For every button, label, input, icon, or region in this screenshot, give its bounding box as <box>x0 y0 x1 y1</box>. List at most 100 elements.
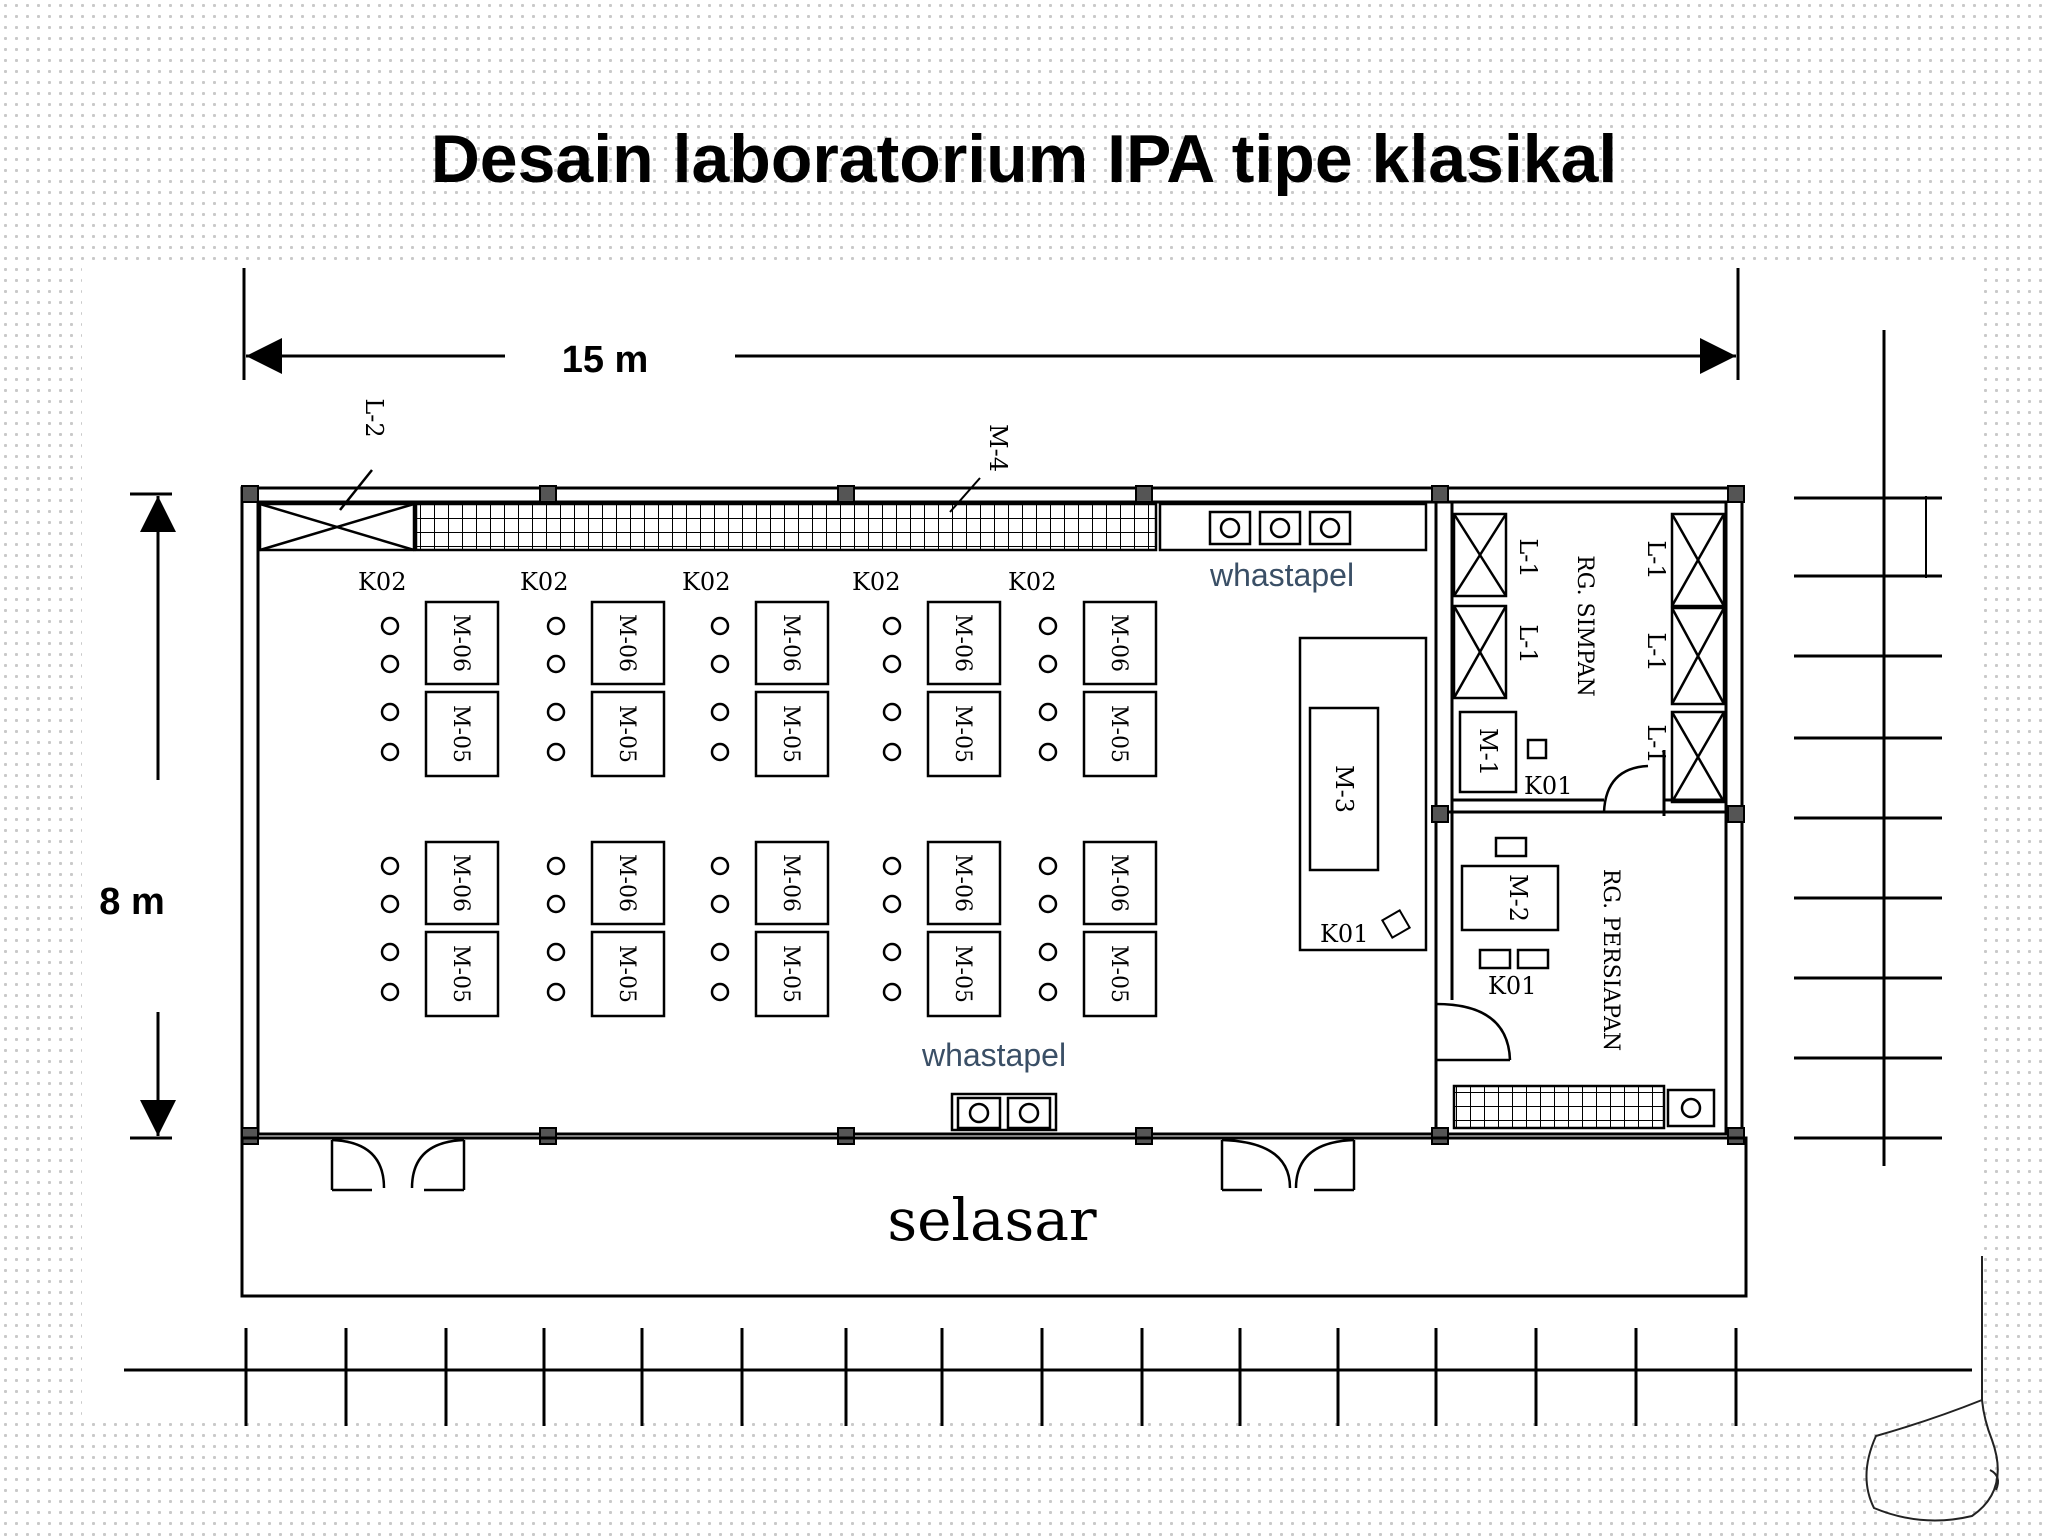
window-l2 <box>258 469 416 552</box>
student-table-label: M-05 <box>778 705 803 763</box>
sink-top <box>1158 502 1428 552</box>
student-table-group: M-06M-05 <box>882 600 1002 778</box>
window-l2-label: L-2 <box>360 398 388 437</box>
stool-label-5: K02 <box>1008 568 1056 596</box>
student-table-group: M-06M-05 <box>882 840 1002 1018</box>
sink-bottom <box>950 1092 1058 1132</box>
student-table <box>754 930 830 1018</box>
prep-chair-label: K01 <box>1488 972 1536 1000</box>
student-table-group: M-06M-05 <box>1038 840 1158 1018</box>
cabinet-label-2: L-1 <box>1514 624 1542 663</box>
student-table-group: M-06M-05 <box>380 600 500 778</box>
stool <box>380 702 400 722</box>
vase-decoration <box>1865 1256 1999 1522</box>
stool <box>710 894 730 914</box>
cabinet-label-1: L-1 <box>1514 538 1542 577</box>
teacher-chair-label: K01 <box>1320 920 1368 948</box>
student-table-label: M-06 <box>950 854 975 912</box>
student-table <box>424 690 500 778</box>
stool-label-4: K02 <box>852 568 900 596</box>
counter-m4 <box>414 502 1158 552</box>
student-table-label: M-06 <box>448 854 473 912</box>
stool <box>882 654 902 674</box>
sink-bottom-label: whastapel <box>921 1037 1066 1073</box>
stool <box>546 894 566 914</box>
student-table-group: M-06M-05 <box>1038 600 1158 778</box>
student-table <box>424 840 500 926</box>
stool <box>882 982 902 1002</box>
student-table <box>1082 930 1158 1018</box>
student-table <box>754 690 830 778</box>
store-chair-label: K01 <box>1524 772 1572 800</box>
stool <box>546 942 566 962</box>
student-table-group: M-06M-05 <box>710 840 830 1018</box>
student-table-label: M-05 <box>778 945 803 1003</box>
student-table-label: M-05 <box>1106 945 1131 1003</box>
stool <box>882 702 902 722</box>
stool <box>882 942 902 962</box>
demo-table <box>1298 636 1428 952</box>
stool <box>380 856 400 876</box>
stool <box>380 942 400 962</box>
stool <box>1038 616 1058 636</box>
cabinet-label-3: L-1 <box>1642 540 1670 579</box>
stool <box>710 616 730 636</box>
stool <box>1038 702 1058 722</box>
student-table-group: M-06M-05 <box>710 600 830 778</box>
stool <box>546 702 566 722</box>
site-grid-lines <box>124 330 1972 1426</box>
student-table <box>1082 840 1158 926</box>
student-table-label: M-06 <box>614 854 639 912</box>
stool <box>1038 654 1058 674</box>
storage-cabinets <box>1452 512 1726 813</box>
stool-label-3: K02 <box>682 568 730 596</box>
prep-table-label: M-2 <box>1504 874 1532 922</box>
student-table <box>424 600 500 686</box>
stool <box>1038 856 1058 876</box>
slide-title: Desain laboratorium IPA tipe klasikal <box>430 121 1618 197</box>
student-table <box>926 930 1002 1018</box>
stool <box>882 742 902 762</box>
student-tables: M-06M-05M-06M-05M-06M-05M-06M-05M-06M-05… <box>380 600 1158 1018</box>
stool <box>710 702 730 722</box>
stool <box>380 894 400 914</box>
student-table-label: M-05 <box>448 705 473 763</box>
stool <box>1038 942 1058 962</box>
student-table-label: M-06 <box>614 614 639 672</box>
stool <box>380 982 400 1002</box>
stool <box>380 654 400 674</box>
student-table <box>590 690 666 778</box>
student-table-label: M-06 <box>448 614 473 672</box>
student-table <box>424 930 500 1018</box>
student-table <box>590 930 666 1018</box>
prep-room-label: RG. PERSIAPAN <box>1598 869 1623 1051</box>
width-label: 15 m <box>562 339 649 381</box>
stool <box>710 654 730 674</box>
corridor <box>240 1136 1748 1298</box>
stool <box>710 742 730 762</box>
floor-plan-background <box>82 268 1978 1420</box>
width-dimension <box>242 268 1740 380</box>
stool <box>546 616 566 636</box>
student-table-label: M-06 <box>778 614 803 672</box>
student-table <box>926 690 1002 778</box>
structural-columns <box>241 485 1745 1145</box>
cabinet-label-4: L-1 <box>1642 632 1670 671</box>
stool <box>546 856 566 876</box>
student-table-label: M-05 <box>614 705 639 763</box>
student-table-label: M-06 <box>950 614 975 672</box>
stool <box>546 982 566 1002</box>
student-table-label: M-06 <box>1106 854 1131 912</box>
student-table <box>1082 690 1158 778</box>
sink-top-label: whastapel <box>1209 557 1354 593</box>
height-label: 8 m <box>99 881 164 923</box>
stool <box>546 742 566 762</box>
stool-label-1: K02 <box>358 568 406 596</box>
student-table <box>926 600 1002 686</box>
stool <box>546 654 566 674</box>
demo-table-label: M-3 <box>1330 765 1358 813</box>
teacher-chair <box>1380 908 1412 940</box>
stool <box>1038 982 1058 1002</box>
stool <box>1038 742 1058 762</box>
